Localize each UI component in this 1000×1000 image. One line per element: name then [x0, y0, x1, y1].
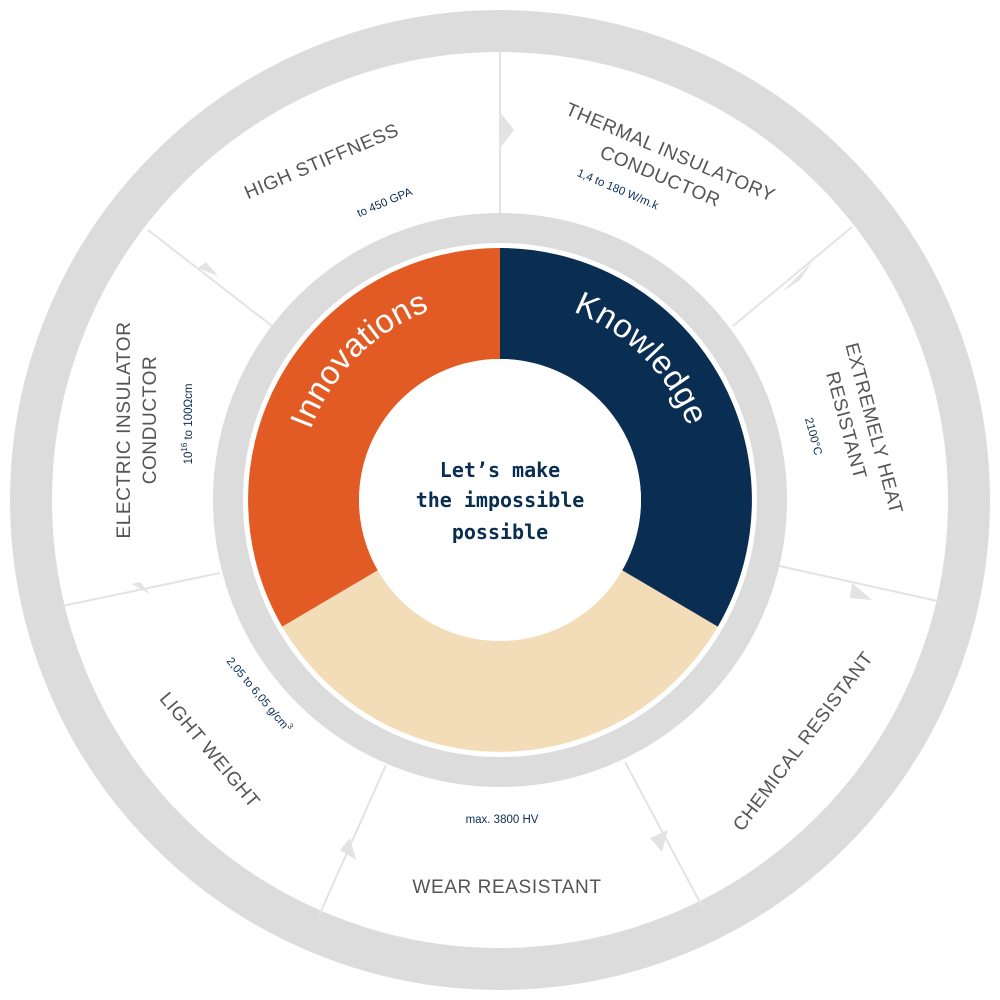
- property-value: max. 3800 HV: [466, 814, 539, 826]
- property-value: to 450 GPA: [356, 186, 415, 220]
- segment-knowledge: [500, 248, 752, 627]
- center-line-3: possible: [452, 520, 548, 544]
- segment-innovations: [248, 248, 500, 627]
- property-wear-resistance: max. 3800 HV WEAR REASISTANT: [412, 814, 601, 898]
- separator-right: [774, 564, 943, 603]
- property-label: LIGHT WEIGHT: [155, 689, 264, 813]
- property-label-line-2: CONDUCTOR: [140, 356, 161, 485]
- separator-upper-left: [147, 229, 273, 327]
- separator-notches: [132, 112, 872, 860]
- segment-solutions: [282, 570, 718, 752]
- property-label-line-1: ELECTRIC INSULATOR: [114, 321, 135, 538]
- property-value: 2100°C: [802, 416, 824, 456]
- outer-ring: [10, 10, 990, 990]
- separator-upper-right: [732, 226, 853, 327]
- separator-lower-left: [317, 764, 387, 919]
- property-label: HIGH STIFFNESS: [241, 120, 402, 204]
- inner-ring: [213, 213, 787, 787]
- center-circle: [359, 359, 641, 641]
- center-message: Let’s make the impossible possible: [416, 458, 585, 544]
- sector-separators: [61, 52, 943, 919]
- property-label: WEAR REASISTANT: [412, 877, 601, 898]
- property-heat-resistance: EXTREMELY HEAT RESISTANT 2100°C: [802, 341, 906, 517]
- center-line-1: Let’s make: [440, 458, 560, 482]
- property-value: 1016 to 100Ωcm: [180, 384, 195, 465]
- separator-left: [61, 572, 221, 607]
- property-electric-conductivity: ELECTRIC INSULATOR CONDUCTOR 1016 to 100…: [114, 321, 195, 538]
- center-line-2: the impossible: [416, 488, 585, 512]
